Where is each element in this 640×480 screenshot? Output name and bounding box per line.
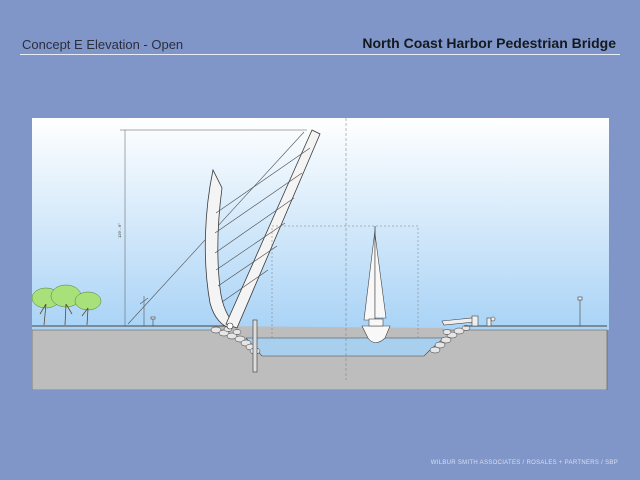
header-divider	[20, 54, 620, 55]
right-riprap	[429, 325, 471, 354]
left-riprap	[210, 326, 261, 355]
harbor-water	[245, 337, 445, 357]
lamp-posts	[150, 296, 583, 326]
raised-deck-leaf	[225, 129, 321, 329]
project-title: North Coast Harbor Pedestrian Bridge	[362, 35, 616, 51]
tree-group	[32, 284, 102, 326]
bridge-elevation-drawing: 129' - 6"	[32, 118, 609, 390]
credits-line: WILBUR SMITH ASSOCIATES / ROSALES + PART…	[430, 460, 618, 466]
elevation-title: Concept E Elevation - Open	[22, 37, 184, 52]
right-bridge-rest	[441, 315, 496, 327]
mooring-pile	[252, 319, 258, 373]
stay-cables	[214, 147, 311, 303]
sailboat	[361, 226, 391, 343]
pivot-bearing	[226, 322, 234, 330]
sky-background	[32, 118, 609, 330]
height-dimension-label: 129' - 6"	[117, 223, 122, 238]
navigation-clearance	[271, 225, 419, 339]
